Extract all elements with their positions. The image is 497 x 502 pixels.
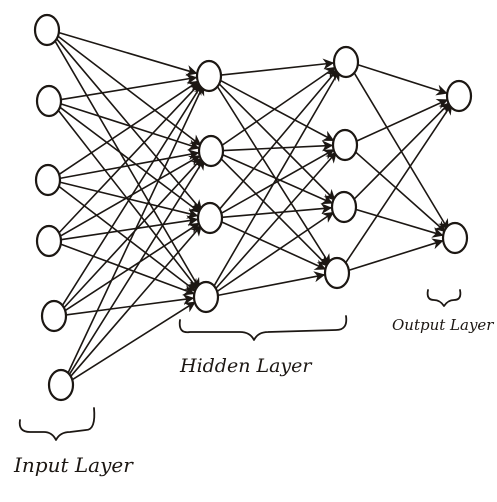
hidden-layer-label: Hidden Layer <box>179 355 313 377</box>
hidden2-node-2 <box>330 190 358 224</box>
connection-hidden1-1-to-hidden2-1 <box>222 140 334 152</box>
connection-hidden1-2-to-hidden2-0 <box>217 68 339 212</box>
connection-hidden1-3-to-hidden2-2 <box>215 211 335 293</box>
connection-input-1-to-hidden1-1 <box>59 102 200 151</box>
connection-input-2-to-hidden1-3 <box>56 184 197 292</box>
connection-hidden1-1-to-hidden2-0 <box>220 66 337 147</box>
connection-hidden2-0-to-output-0 <box>356 63 448 96</box>
connection-hidden1-0-to-hidden2-1 <box>218 79 335 142</box>
connection-hidden1-3-to-hidden2-1 <box>213 151 338 292</box>
connection-input-5-to-hidden1-1 <box>66 158 205 379</box>
neurons <box>33 13 473 402</box>
input-node-3 <box>35 224 63 258</box>
connection-hidden2-1-to-output-1 <box>353 150 446 233</box>
connection-hidden2-3-to-output-0 <box>342 103 453 267</box>
input-node-2 <box>34 163 62 197</box>
connection-hidden1-3-to-hidden2-3 <box>217 271 326 297</box>
hidden2-node-3 <box>323 256 351 290</box>
connection-input-3-to-hidden1-0 <box>56 82 201 236</box>
connection-input-4-to-hidden1-0 <box>59 83 203 310</box>
connection-hidden1-2-to-hidden2-1 <box>219 149 335 215</box>
input-node-4 <box>40 299 68 333</box>
connection-input-0-to-hidden1-2 <box>54 35 203 212</box>
connection-input-2-to-hidden1-0 <box>57 80 200 176</box>
connections <box>52 31 453 382</box>
hidden-layer-brace <box>178 315 348 341</box>
connection-hidden2-2-to-output-1 <box>354 208 444 238</box>
hidden1-node-2 <box>196 201 224 235</box>
connection-input-4-to-hidden1-3 <box>65 293 195 316</box>
hidden1-node-3 <box>192 280 220 314</box>
connection-input-3-to-hidden1-1 <box>58 155 201 238</box>
connection-hidden1-3-to-hidden2-0 <box>211 69 341 291</box>
connection-input-4-to-hidden1-1 <box>61 157 203 311</box>
connection-input-2-to-hidden1-1 <box>58 149 200 180</box>
input-node-1 <box>35 84 63 118</box>
connection-hidden1-0-to-hidden2-0 <box>220 58 335 76</box>
connection-input-5-to-hidden1-2 <box>68 224 203 380</box>
hidden1-node-0 <box>195 59 223 93</box>
connection-input-4-to-hidden1-2 <box>63 222 200 313</box>
output-layer-brace <box>426 289 462 307</box>
connection-hidden1-2-to-hidden2-2 <box>221 203 333 219</box>
input-layer-label: Input Layer <box>13 453 134 477</box>
connection-hidden2-3-to-output-1 <box>347 238 444 272</box>
connection-input-3-to-hidden1-2 <box>60 215 199 241</box>
connection-input-5-to-hidden1-0 <box>65 83 205 378</box>
hidden1-node-1 <box>197 134 225 168</box>
input-node-0 <box>33 13 61 47</box>
output-layer-label: Output Layer <box>392 316 494 334</box>
connection-hidden2-0-to-output-1 <box>351 68 450 231</box>
connection-input-3-to-hidden1-3 <box>59 243 195 296</box>
connection-input-5-to-hidden1-3 <box>70 301 196 382</box>
connection-hidden1-2-to-hidden2-3 <box>220 220 327 270</box>
connection-input-0-to-hidden1-3 <box>52 36 201 290</box>
output-node-0 <box>445 79 473 113</box>
connection-input-2-to-hidden1-2 <box>58 181 199 219</box>
output-node-1 <box>441 221 469 255</box>
connection-hidden1-0-to-hidden2-3 <box>214 82 331 266</box>
hidden2-node-0 <box>332 45 360 79</box>
connection-hidden2-1-to-output-0 <box>355 98 449 143</box>
input-node-5 <box>47 368 75 402</box>
connection-input-0-to-hidden1-0 <box>57 31 198 76</box>
input-layer-brace <box>18 407 96 441</box>
hidden2-node-1 <box>331 128 359 162</box>
connection-hidden2-2-to-output-0 <box>351 102 451 202</box>
connection-input-0-to-hidden1-1 <box>55 34 202 146</box>
connection-input-1-to-hidden1-0 <box>60 73 198 101</box>
connection-hidden1-1-to-hidden2-3 <box>218 156 329 267</box>
